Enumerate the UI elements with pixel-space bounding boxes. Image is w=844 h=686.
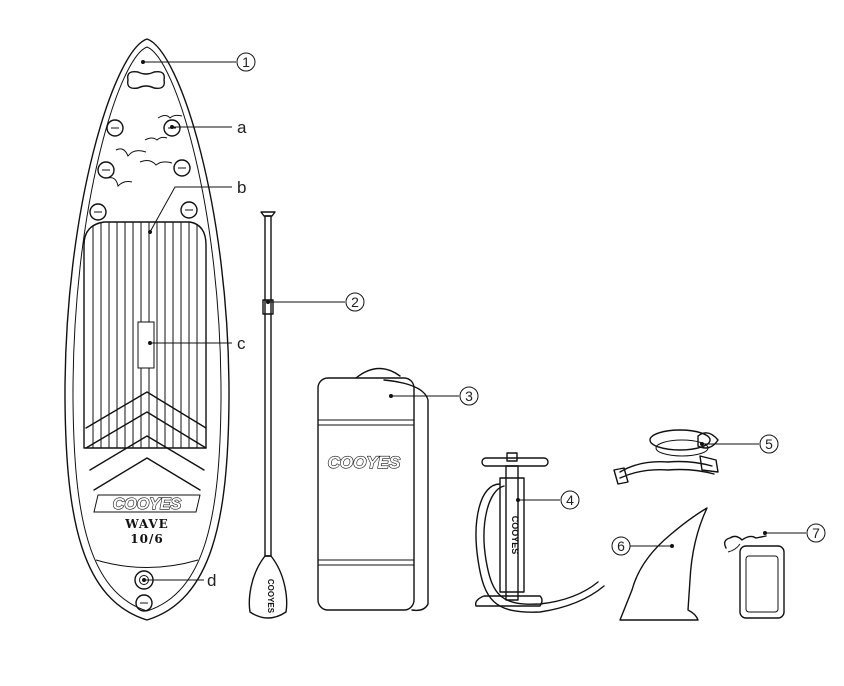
paddle-brand-text: COOYES bbox=[266, 579, 275, 614]
callout-4: 4 bbox=[560, 490, 580, 510]
backpack-body bbox=[317, 377, 415, 611]
backpack-brand-text: COOYES bbox=[328, 453, 401, 472]
board-size-text: 10/6 bbox=[130, 532, 163, 546]
tail-line bbox=[95, 559, 199, 568]
svg-text:3: 3 bbox=[465, 388, 473, 404]
callout-b: b bbox=[237, 178, 246, 197]
callout-7: 7 bbox=[806, 523, 826, 543]
tail-d-ring bbox=[135, 594, 153, 612]
callout-2: 2 bbox=[345, 292, 365, 312]
paddle-blade bbox=[248, 555, 288, 619]
svg-text:4: 4 bbox=[566, 492, 574, 508]
fin bbox=[619, 507, 708, 621]
svg-text:5: 5 bbox=[765, 436, 773, 452]
callout-a: a bbox=[237, 118, 247, 137]
svg-text:1: 1 bbox=[242, 54, 250, 70]
svg-text:6: 6 bbox=[617, 538, 625, 554]
backpack: COOYES bbox=[317, 367, 429, 612]
callout-3: 3 bbox=[459, 386, 479, 406]
letter-callouts: a b c d bbox=[207, 118, 247, 590]
number-callouts: 1 2 3 4 5 6 7 bbox=[236, 52, 826, 556]
paddle: COOYES bbox=[248, 211, 288, 619]
hand-pump: COOYES bbox=[474, 452, 605, 613]
deck-pad bbox=[83, 221, 207, 491]
leash-cuff bbox=[697, 432, 719, 449]
callout-1: 1 bbox=[236, 52, 256, 72]
paddle-board: COOYES WAVE 10/6 bbox=[64, 38, 230, 621]
board-logo: COOYES bbox=[93, 494, 201, 514]
pump-hose bbox=[475, 483, 605, 613]
callout-d: d bbox=[207, 571, 216, 590]
coiled-leash bbox=[613, 429, 719, 485]
board-model-text: WAVE bbox=[124, 517, 169, 531]
callout-leaders bbox=[141, 60, 806, 582]
board-outline bbox=[64, 38, 230, 621]
callout-5: 5 bbox=[759, 434, 779, 454]
svg-text:2: 2 bbox=[351, 294, 359, 310]
front-handle bbox=[127, 70, 165, 90]
board-brand-text: COOYES bbox=[113, 496, 182, 513]
d-ring-group bbox=[89, 119, 198, 221]
seagull-decoration bbox=[107, 114, 183, 188]
svg-text:7: 7 bbox=[812, 525, 820, 541]
waterproof-phone-bag bbox=[723, 535, 785, 619]
callout-6: 6 bbox=[611, 536, 631, 556]
pump-brand-text: COOYES bbox=[510, 516, 520, 555]
callout-c: c bbox=[237, 334, 246, 353]
